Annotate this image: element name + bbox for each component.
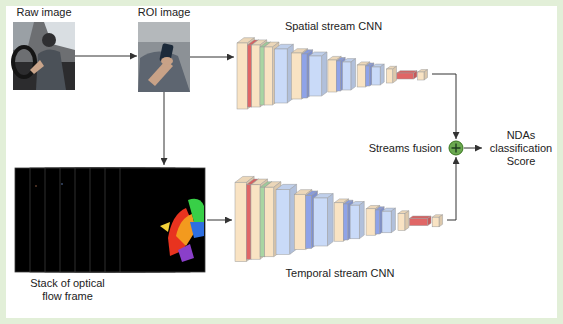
node-label: Spatial stream CNN xyxy=(285,20,382,33)
cnn-layer xyxy=(309,52,327,96)
cnn-layers xyxy=(237,38,427,109)
flow-arrow xyxy=(432,74,456,139)
cnn-layer xyxy=(275,44,294,103)
flow-arrow xyxy=(447,157,456,220)
cnn-layer xyxy=(409,216,431,226)
cnn-layer xyxy=(382,208,395,233)
cnn-layer xyxy=(372,64,384,85)
flow-arrow xyxy=(207,220,232,221)
cnn-layer xyxy=(397,71,417,79)
cnn-layer xyxy=(386,66,396,83)
fusion-symbol xyxy=(448,140,464,156)
output-label: NDAs classification Score xyxy=(483,129,559,168)
output-text: NDAs classification Score xyxy=(483,129,559,168)
cnn-layer xyxy=(334,199,348,241)
cnn-layer xyxy=(291,49,307,99)
cnn-layer xyxy=(418,70,428,80)
flow-arrow xyxy=(190,57,234,58)
image-panel: Raw image xyxy=(13,22,75,90)
image-panel: ROI image xyxy=(138,22,190,92)
cnn-layer xyxy=(343,59,356,90)
frame-border xyxy=(3,3,560,321)
flow-arrow xyxy=(164,92,165,165)
node-label: Stack of optical flow frame xyxy=(20,277,115,303)
flow-arrow xyxy=(464,148,482,149)
car-photo xyxy=(13,22,75,90)
node-label: Streams fusion xyxy=(369,142,442,155)
node-label: Raw image xyxy=(16,6,71,19)
cnn-layer xyxy=(294,190,312,250)
cnn-layer xyxy=(328,56,341,92)
node-label: Temporal stream CNN xyxy=(286,267,395,280)
cnn-layer xyxy=(276,184,297,254)
node-label: ROI image xyxy=(138,6,191,19)
cnn-layers xyxy=(235,176,443,261)
cnn-layer xyxy=(366,205,380,235)
cnn-layer xyxy=(432,215,442,227)
cnn-layer xyxy=(314,194,334,246)
cnn-block: Spatial stream CNN xyxy=(235,36,432,112)
roi-photo xyxy=(138,22,190,92)
image-stack: Stack of optical flow frame xyxy=(15,166,207,274)
optical-flow-stack xyxy=(15,168,205,272)
flow-arrow xyxy=(75,56,137,57)
cnn-layer xyxy=(398,211,409,231)
cnn-layer xyxy=(350,202,364,239)
cnn-block: Temporal stream CNN xyxy=(233,176,447,264)
fusion-circle: Streams fusion xyxy=(448,140,464,156)
